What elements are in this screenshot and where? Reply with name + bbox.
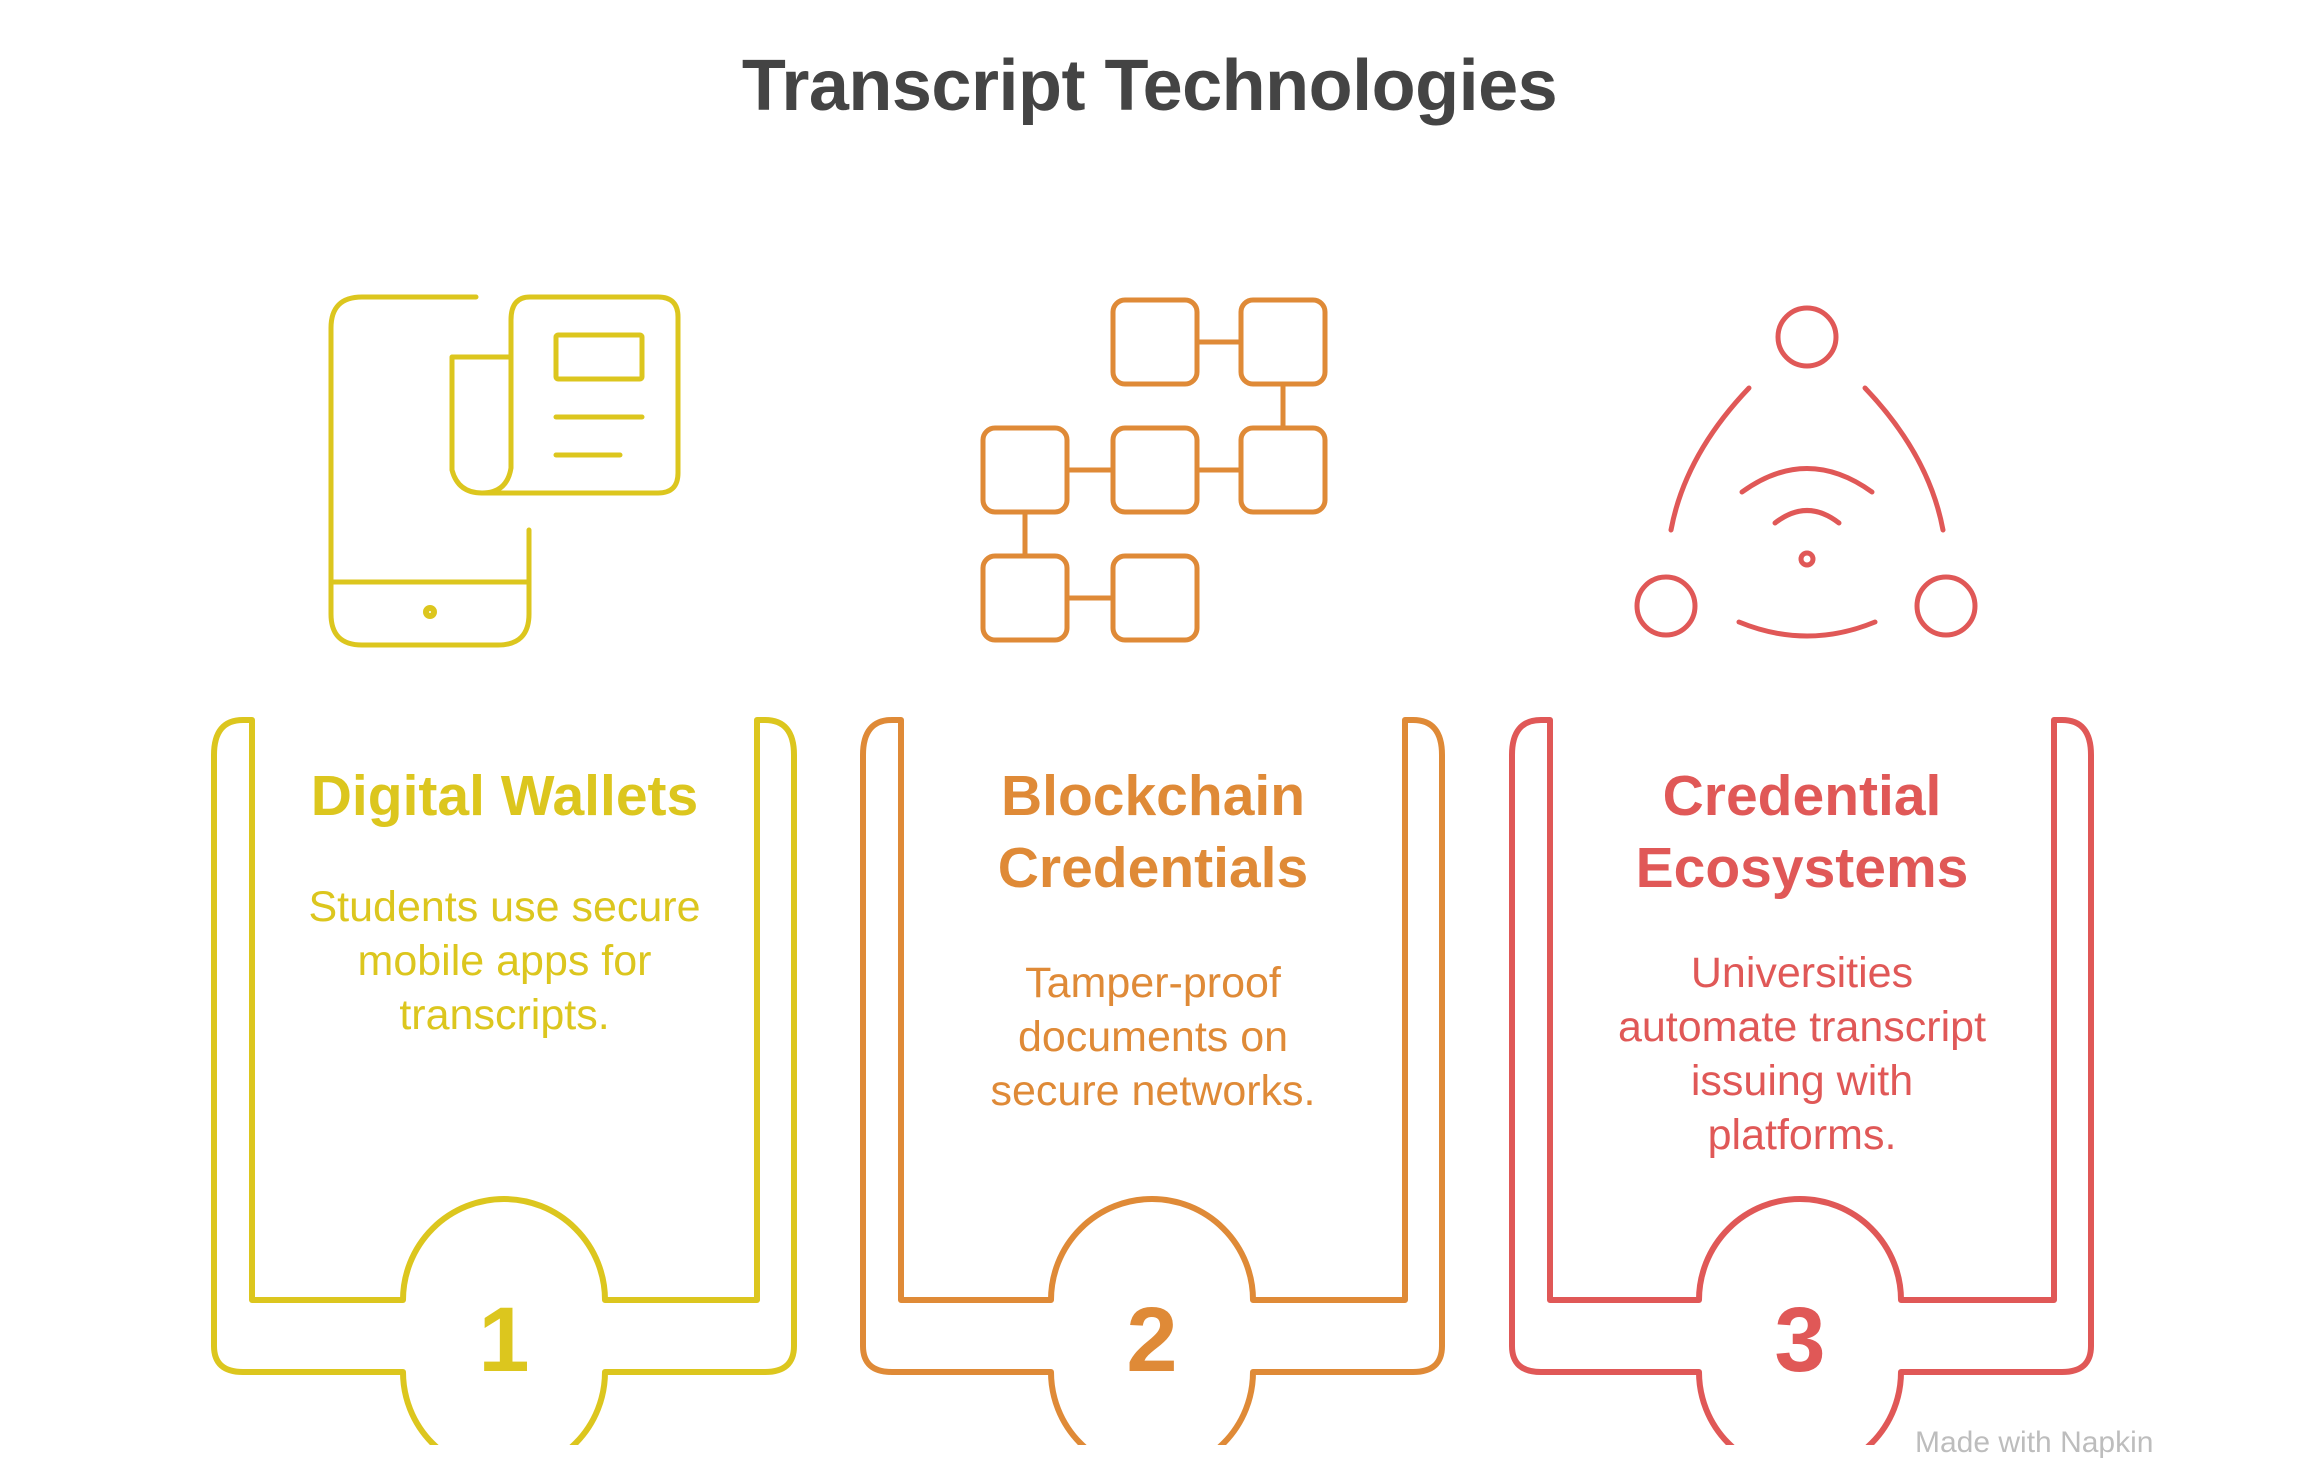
network-triangle-icon <box>1634 305 1978 639</box>
card-3-title-line: Ecosystems <box>1635 836 1969 900</box>
page-title: Transcript Technologies <box>741 46 1558 126</box>
card-frame-2 <box>860 717 1445 1445</box>
blockchain-blocks-icon <box>980 297 1328 643</box>
card-1-number: 1 <box>478 1289 530 1391</box>
card-1-title: Digital Wallets <box>252 760 757 832</box>
card-3-desc-line: issuing with <box>1690 1057 1914 1105</box>
card-2-title-line: Blockchain <box>1000 764 1306 828</box>
card-1-desc-line: Students use secure <box>308 883 701 931</box>
card-2-number: 2 <box>1126 1289 1178 1391</box>
card-3-number: 3 <box>1774 1289 1826 1391</box>
card-1-text: Digital Wallets Students use secure mobi… <box>252 760 757 1042</box>
card-frame-3 <box>1509 717 2094 1445</box>
card-3-title: Credential Ecosystems <box>1550 760 2054 904</box>
card-2-desc-line: documents on <box>1017 1013 1289 1061</box>
card-3-description: Universities automate transcript issuing… <box>1550 946 2054 1162</box>
card-2-desc-line: Tamper-proof <box>1025 959 1281 1007</box>
card-2-title: Blockchain Credentials <box>901 760 1405 904</box>
phone-document-icon <box>328 294 681 648</box>
card-3-desc-line: automate transcript <box>1617 1003 1987 1051</box>
card-3-desc-line: Universities <box>1690 949 1914 997</box>
made-with-napkin-watermark: Made with Napkin <box>1915 1426 2154 1459</box>
card-1-description: Students use secure mobile apps for tran… <box>252 880 757 1042</box>
card-3-text: Credential Ecosystems Universities autom… <box>1550 760 2054 1162</box>
card-3-title-line: Credential <box>1662 764 1942 828</box>
card-2-desc-line: secure networks. <box>990 1067 1316 1115</box>
card-1-desc-line: transcripts. <box>399 991 610 1039</box>
card-frame-1 <box>211 717 797 1445</box>
card-2-description: Tamper-proof documents on secure network… <box>901 956 1405 1118</box>
card-3-desc-line: platforms. <box>1707 1111 1897 1159</box>
card-2-title-line: Credentials <box>997 836 1309 900</box>
card-1-title-line: Digital Wallets <box>310 764 699 828</box>
card-2-text: Blockchain Credentials Tamper-proof docu… <box>901 760 1405 1118</box>
card-1-desc-line: mobile apps for <box>357 937 652 985</box>
